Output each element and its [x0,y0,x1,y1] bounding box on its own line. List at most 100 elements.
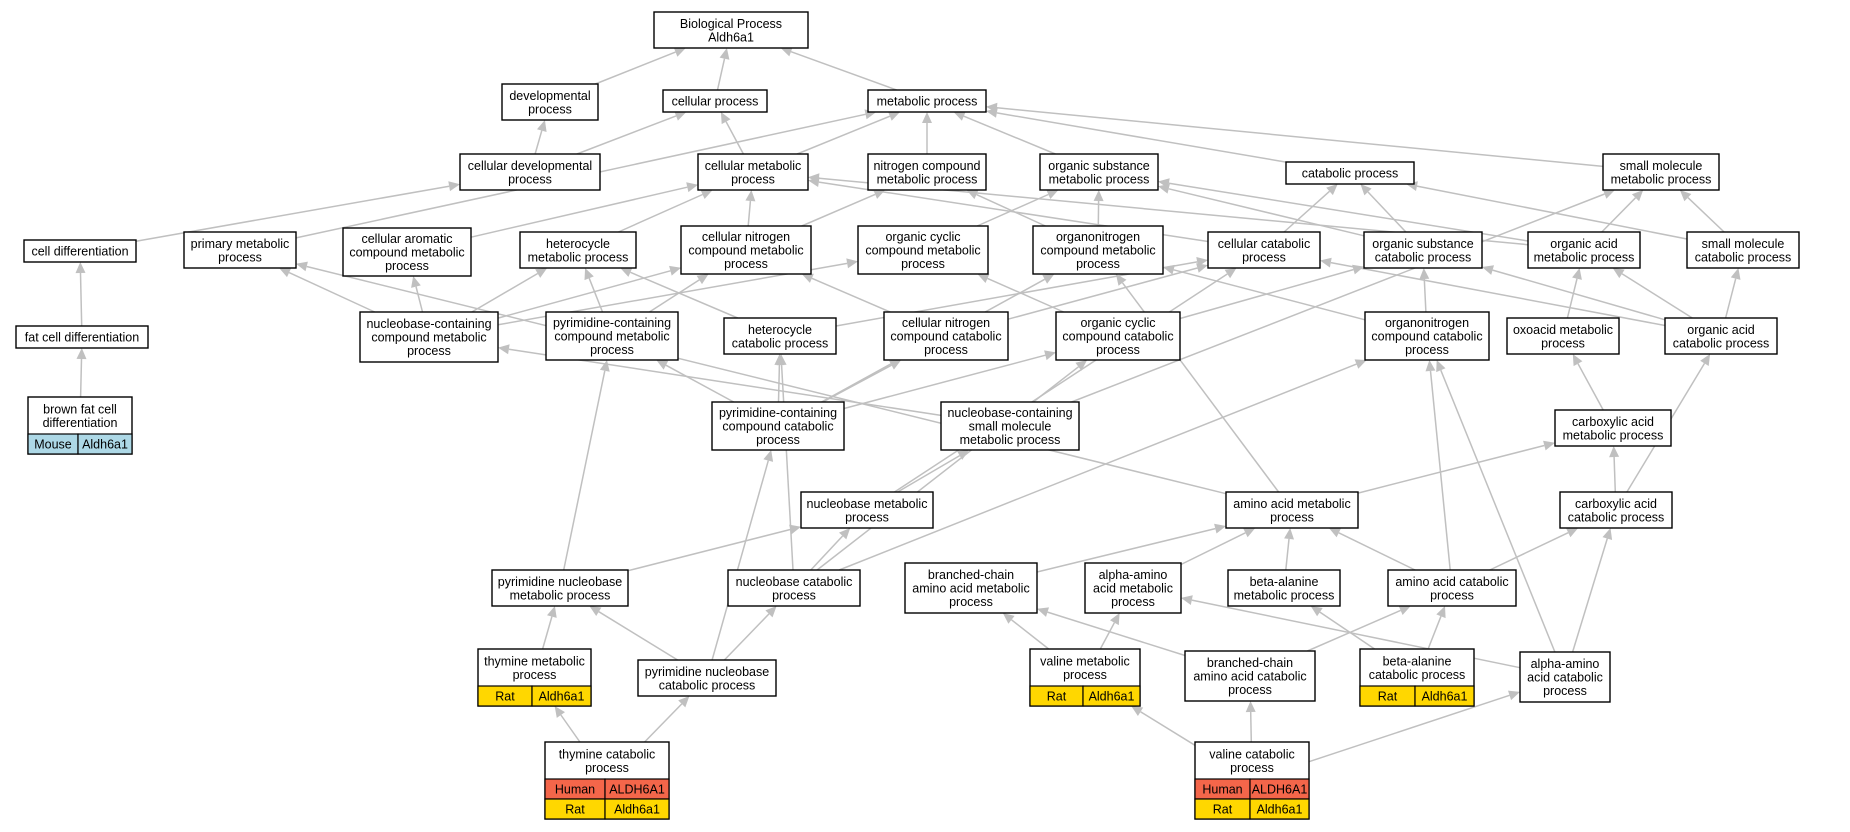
edge-pynbcat-to-pyccat [711,460,770,661]
gene-symbol-label: Aldh6a1 [614,803,660,817]
edge-arrowhead-valcat-to-aaacat [1508,690,1520,701]
node-label-line: compound catabolic [1371,330,1482,344]
species-label: Mouse [34,438,72,452]
go-term-node-fatdiff[interactable]: fat cell differentiation [15,325,149,349]
edge-valcat-to-bcaacat [1249,711,1253,743]
go-term-node-met[interactable]: metabolic process [867,89,987,113]
edge-arrowhead-hetcat-to-hetm [620,267,633,277]
node-label-line: acid metabolic [1093,582,1173,596]
node-box [545,311,679,361]
edge-arrowhead-pyccat-to-orgnm [1042,274,1055,284]
edge-arrowhead-bcaam-to-aam [1214,523,1226,534]
edge-pynbm-to-nbm [627,528,791,572]
edge-arrowhead-nbcm-to-prim [279,268,292,278]
go-term-node-cell[interactable]: cellular process [662,89,768,113]
edge-arrowhead-fatdiff-to-celldiff [75,262,86,274]
node-label-line: Aldh6a1 [708,30,754,44]
node-box [1686,231,1800,269]
edge-nbcm-to-hetm [471,272,539,313]
node-box [1055,311,1181,361]
node-box [883,311,1009,361]
node-label-line: nucleobase-containing [366,317,491,331]
node-box [501,83,599,121]
edge-nbcm-to-prim [288,271,376,313]
edge-arrowhead-bfcd-to-fatdiff [76,348,87,360]
edge-oxom-to-oam [1566,278,1578,319]
edge-aacat-to-aam [1338,532,1416,571]
node-label-line: metabolic process [1534,250,1635,264]
edge-arrowhead-oxom-to-oam [1572,268,1582,280]
node-label-line: cellular nitrogen [902,316,990,330]
edge-arrowhead-bcaacat-to-bcaam [1037,607,1049,617]
node-label-line: carboxylic acid [1575,497,1657,511]
edge-arrowhead-orgnm-to-osm [1093,190,1104,202]
gene-symbol-label: Aldh6a1 [539,690,585,704]
go-term-node-cat[interactable]: catabolic process [1285,161,1415,185]
node-box [1207,231,1321,269]
edge-arrowhead-oscat-to-cat [1360,184,1372,196]
node-label-line: metabolic process [1234,588,1335,602]
edge-arrowhead-nbcat-to-occcat [1075,360,1088,371]
node-label-line: primary metabolic [191,237,290,251]
node-label-line: oxoacid metabolic [1513,323,1613,337]
node-label-line: metabolic process [1611,172,1712,186]
edge-smcat-to-smm [1687,197,1725,233]
edge-arrowhead-aaacat-to-orgncat [1436,360,1446,373]
node-label-line: process [528,102,572,116]
go-term-node-celldiff[interactable]: cell differentiation [23,239,137,263]
node-label-line: alpha-amino [1531,657,1600,671]
node-box [653,11,809,49]
edge-aaam-to-aam [1180,532,1246,566]
edge-met-to-bp [790,50,897,91]
edge-bacat-to-bam [1319,611,1376,650]
edge-smm-to-met [996,107,1604,168]
node-label-line: pyrimidine-containing [553,316,671,330]
